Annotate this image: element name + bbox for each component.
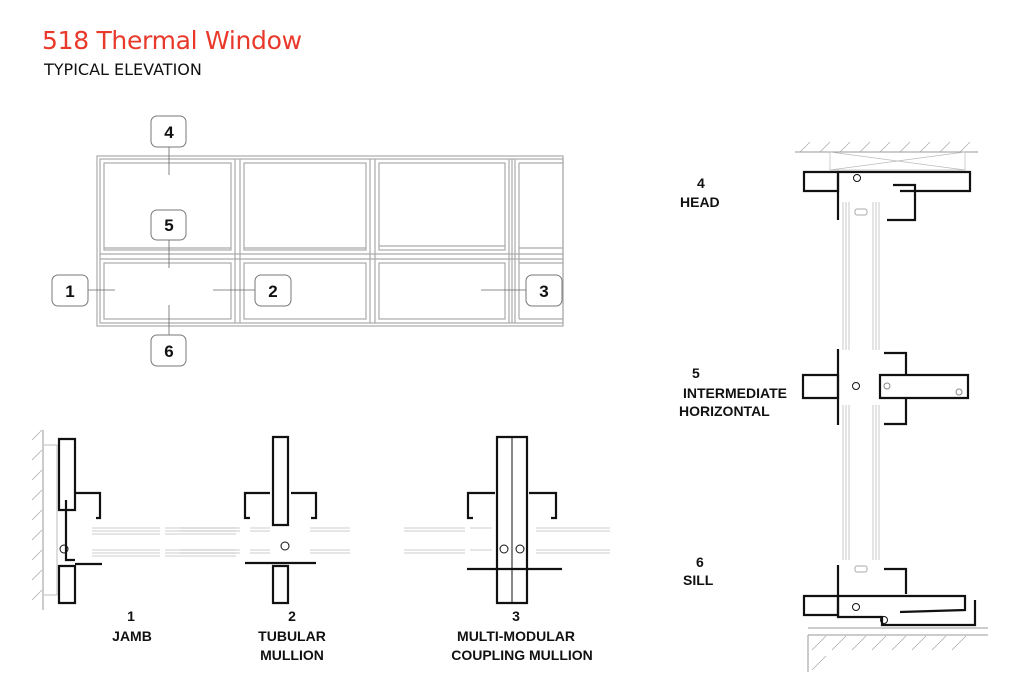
section-6-number: 6 <box>696 554 704 570</box>
section-6-name: SILL <box>683 572 714 588</box>
section-5-name-line1: INTERMEDIATE <box>683 385 787 401</box>
section-2-number: 2 <box>288 608 296 624</box>
section-3-number: 3 <box>512 608 520 624</box>
section-vertical <box>795 141 988 672</box>
section-3-name-line2: COUPLING MULLION <box>451 647 593 663</box>
callout-5[interactable]: 5 <box>150 209 187 241</box>
section-jamb <box>31 429 236 610</box>
section-2-name-line1: TUBULAR <box>258 628 326 644</box>
section-2-name-line2: MULLION <box>260 647 324 663</box>
callout-label: 2 <box>268 282 277 301</box>
section-tubular-mullion <box>180 435 465 605</box>
section-5-number: 5 <box>692 365 700 381</box>
page-title: 518 Thermal Window <box>42 26 302 55</box>
section-5-name-line2: HORIZONTAL <box>679 403 770 419</box>
callout-3[interactable]: 3 <box>525 274 563 307</box>
callout-2[interactable]: 2 <box>254 274 292 307</box>
section-1-name: JAMB <box>112 628 152 644</box>
callout-label: 3 <box>539 282 548 301</box>
section-1-number: 1 <box>127 608 135 624</box>
callout-label: 5 <box>164 216 173 235</box>
page-subtitle: TYPICAL ELEVATION <box>44 60 202 79</box>
typical-elevation <box>88 147 564 335</box>
callout-label: 4 <box>164 123 174 142</box>
callout-1[interactable]: 1 <box>51 274 89 307</box>
callout-6[interactable]: 6 <box>150 334 187 367</box>
section-4-number: 4 <box>697 175 705 191</box>
section-4-name: HEAD <box>680 194 720 210</box>
callout-4[interactable]: 4 <box>150 115 187 148</box>
section-coupling-mullion <box>466 435 610 605</box>
callout-label: 6 <box>164 342 173 361</box>
section-3-name-line1: MULTI-MODULAR <box>457 628 575 644</box>
callout-label: 1 <box>65 282 74 301</box>
